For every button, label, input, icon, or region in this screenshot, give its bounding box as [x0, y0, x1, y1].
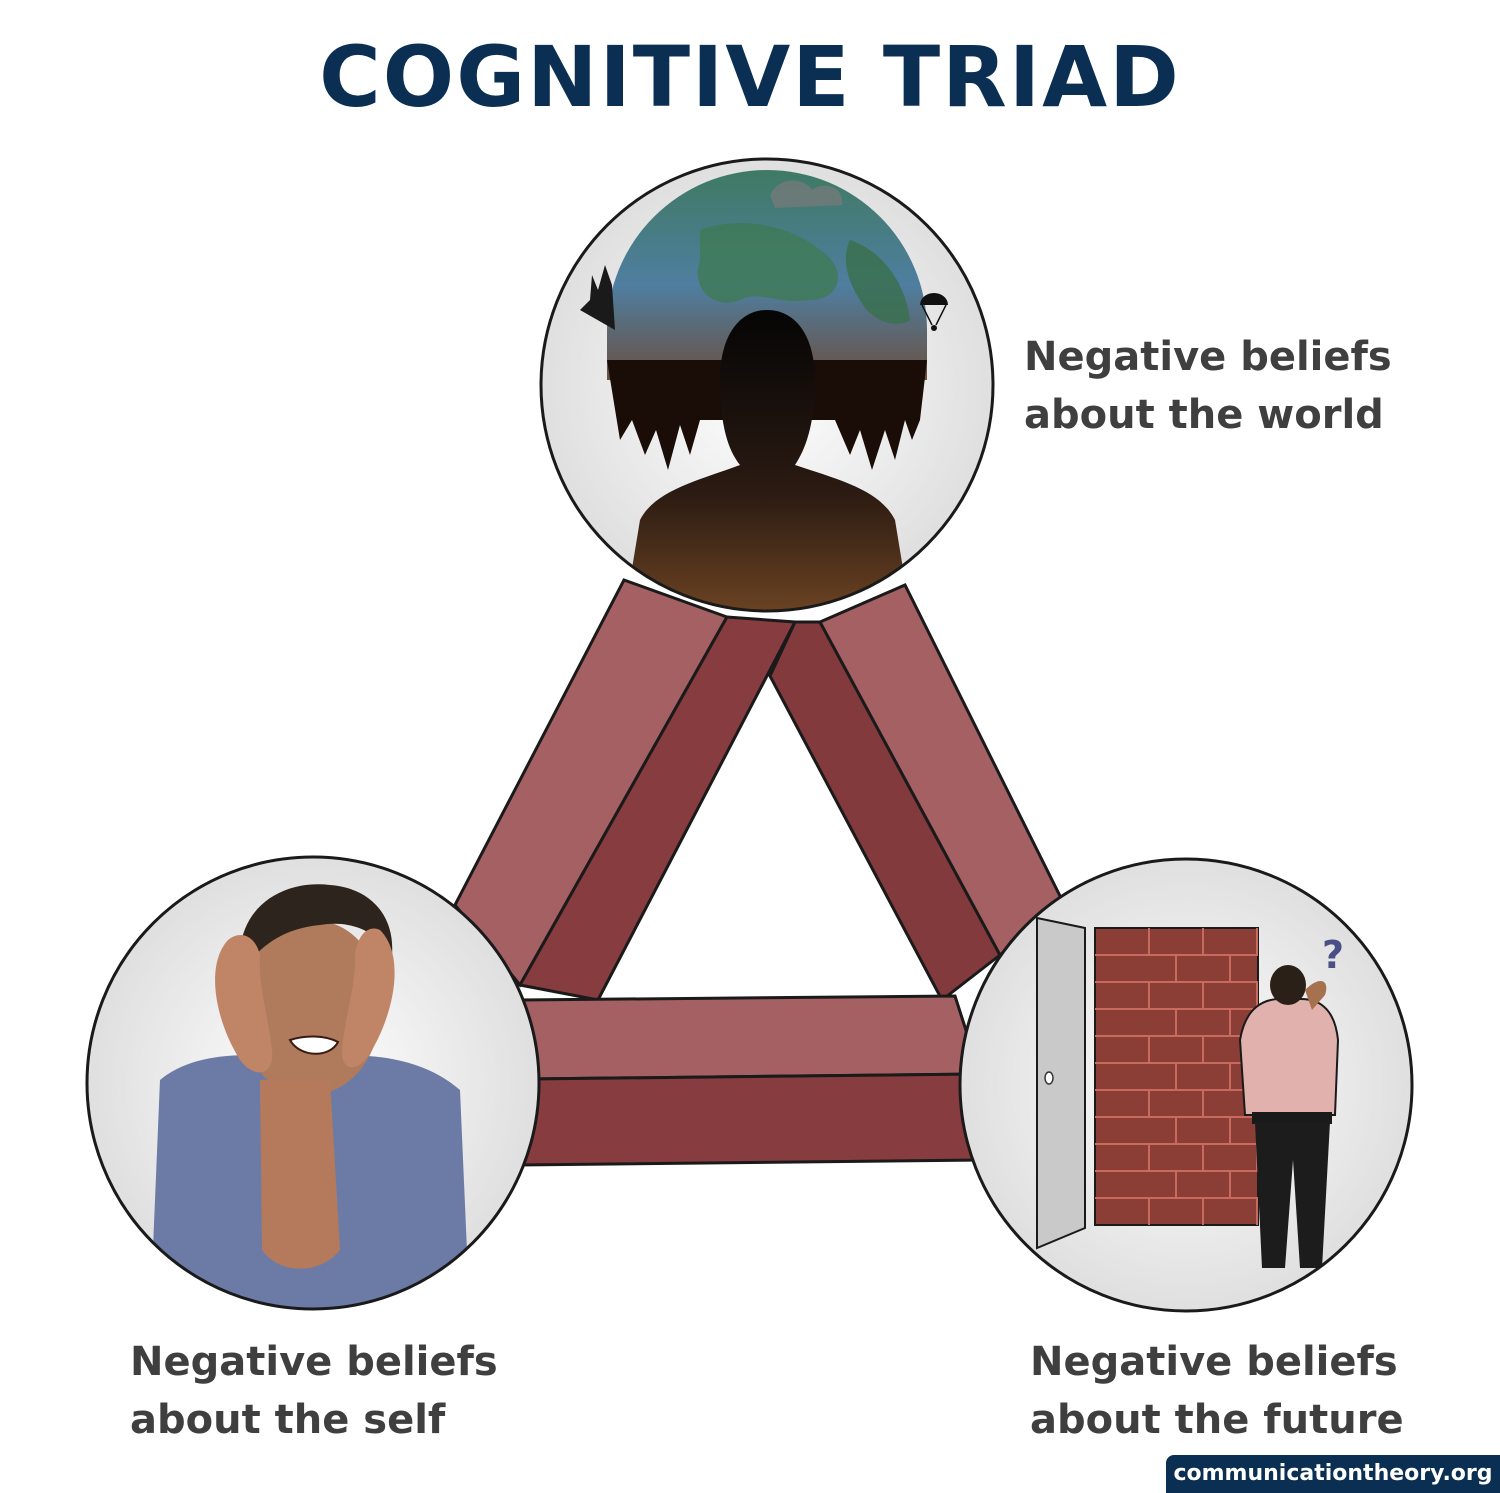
credit-link[interactable]: communicationtheory.org	[1166, 1455, 1500, 1493]
caption-future-line1: Negative beliefs	[1030, 1339, 1398, 1385]
continent-shape-right	[845, 240, 910, 324]
open-door	[1036, 916, 1086, 1250]
parachute-icon	[920, 293, 948, 331]
caption-self: Negative beliefs about the self	[130, 1333, 498, 1449]
forearm	[260, 1080, 340, 1269]
brick-wall	[1094, 927, 1259, 1226]
caption-self-line1: Negative beliefs	[130, 1339, 498, 1385]
person-silhouette	[625, 310, 910, 611]
right-band-inner	[768, 620, 1002, 1003]
diagram-title: COGNITIVE TRIAD	[319, 28, 1181, 126]
self-node	[85, 855, 541, 1311]
caption-world-line1: Negative beliefs	[1024, 334, 1392, 380]
caption-future-line2: about the future	[1030, 1397, 1404, 1443]
bottom-band-top	[518, 994, 983, 1081]
smoke-cloud	[770, 180, 843, 208]
right-hand	[341, 928, 395, 1068]
triad-frame	[453, 578, 1064, 1167]
caption-world-line2: about the world	[1024, 392, 1384, 438]
future-node: ?	[958, 857, 1414, 1313]
grimace-mouth	[288, 1035, 340, 1055]
bottom-band-bottom	[518, 1072, 984, 1167]
question-mark: ?	[1322, 933, 1344, 977]
caption-world: Negative beliefs about the world	[1024, 328, 1392, 444]
door-knob-icon	[1044, 1071, 1054, 1085]
hair-shape	[240, 884, 393, 975]
continent-shape	[697, 222, 839, 303]
caption-future: Negative beliefs about the future	[1030, 1333, 1404, 1449]
caption-self-line2: about the self	[130, 1397, 446, 1443]
left-hand	[215, 935, 273, 1073]
world-node	[539, 157, 995, 613]
man-figure	[1238, 965, 1340, 1268]
city-skyline	[580, 265, 615, 330]
